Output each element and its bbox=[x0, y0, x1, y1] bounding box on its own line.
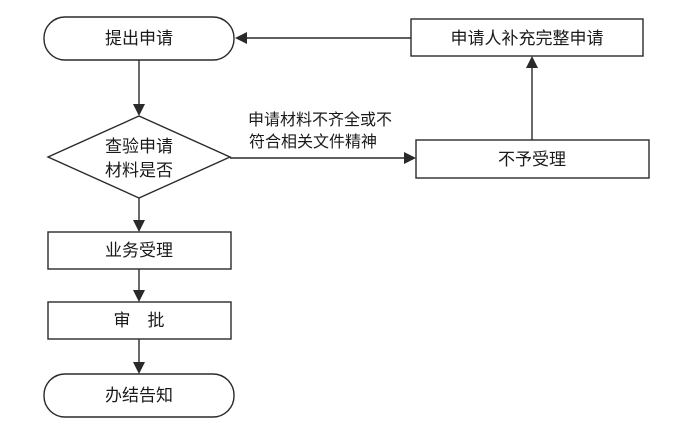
arrowhead-icon bbox=[526, 56, 538, 68]
arrowhead-icon bbox=[133, 220, 145, 232]
node-notify-shape bbox=[43, 373, 235, 418]
node-supplement-label: 申请人补充完整申请 bbox=[451, 29, 604, 49]
node-submit-label: 提出申请 bbox=[105, 29, 173, 49]
node-check-label-line1: 查验申请 bbox=[105, 137, 173, 157]
node-accept-label: 业务受理 bbox=[105, 241, 173, 261]
node-approve-shape bbox=[47, 301, 232, 340]
node-reject-label: 不予受理 bbox=[498, 150, 566, 170]
node-supplement-shape bbox=[410, 18, 644, 57]
edge-label-incomplete-line1: 申请材料不齐全或不 bbox=[248, 110, 392, 129]
node-notify-label: 办结告知 bbox=[105, 386, 173, 406]
node-approve-label: 审 批 bbox=[114, 311, 165, 331]
arrowhead-icon bbox=[235, 32, 247, 44]
node-accept-shape bbox=[47, 231, 232, 270]
node-check-shape bbox=[46, 115, 232, 199]
arrowhead-icon bbox=[133, 104, 145, 116]
arrowhead-icon bbox=[133, 362, 145, 374]
node-submit-shape bbox=[43, 16, 235, 61]
arrowhead-icon bbox=[404, 152, 416, 164]
node-reject-shape bbox=[415, 139, 650, 179]
node-check-label-line2: 材料是否 bbox=[105, 161, 173, 181]
edge-label-incomplete-line2: 符合相关文件精神 bbox=[249, 132, 377, 151]
arrowhead-icon bbox=[133, 290, 145, 302]
